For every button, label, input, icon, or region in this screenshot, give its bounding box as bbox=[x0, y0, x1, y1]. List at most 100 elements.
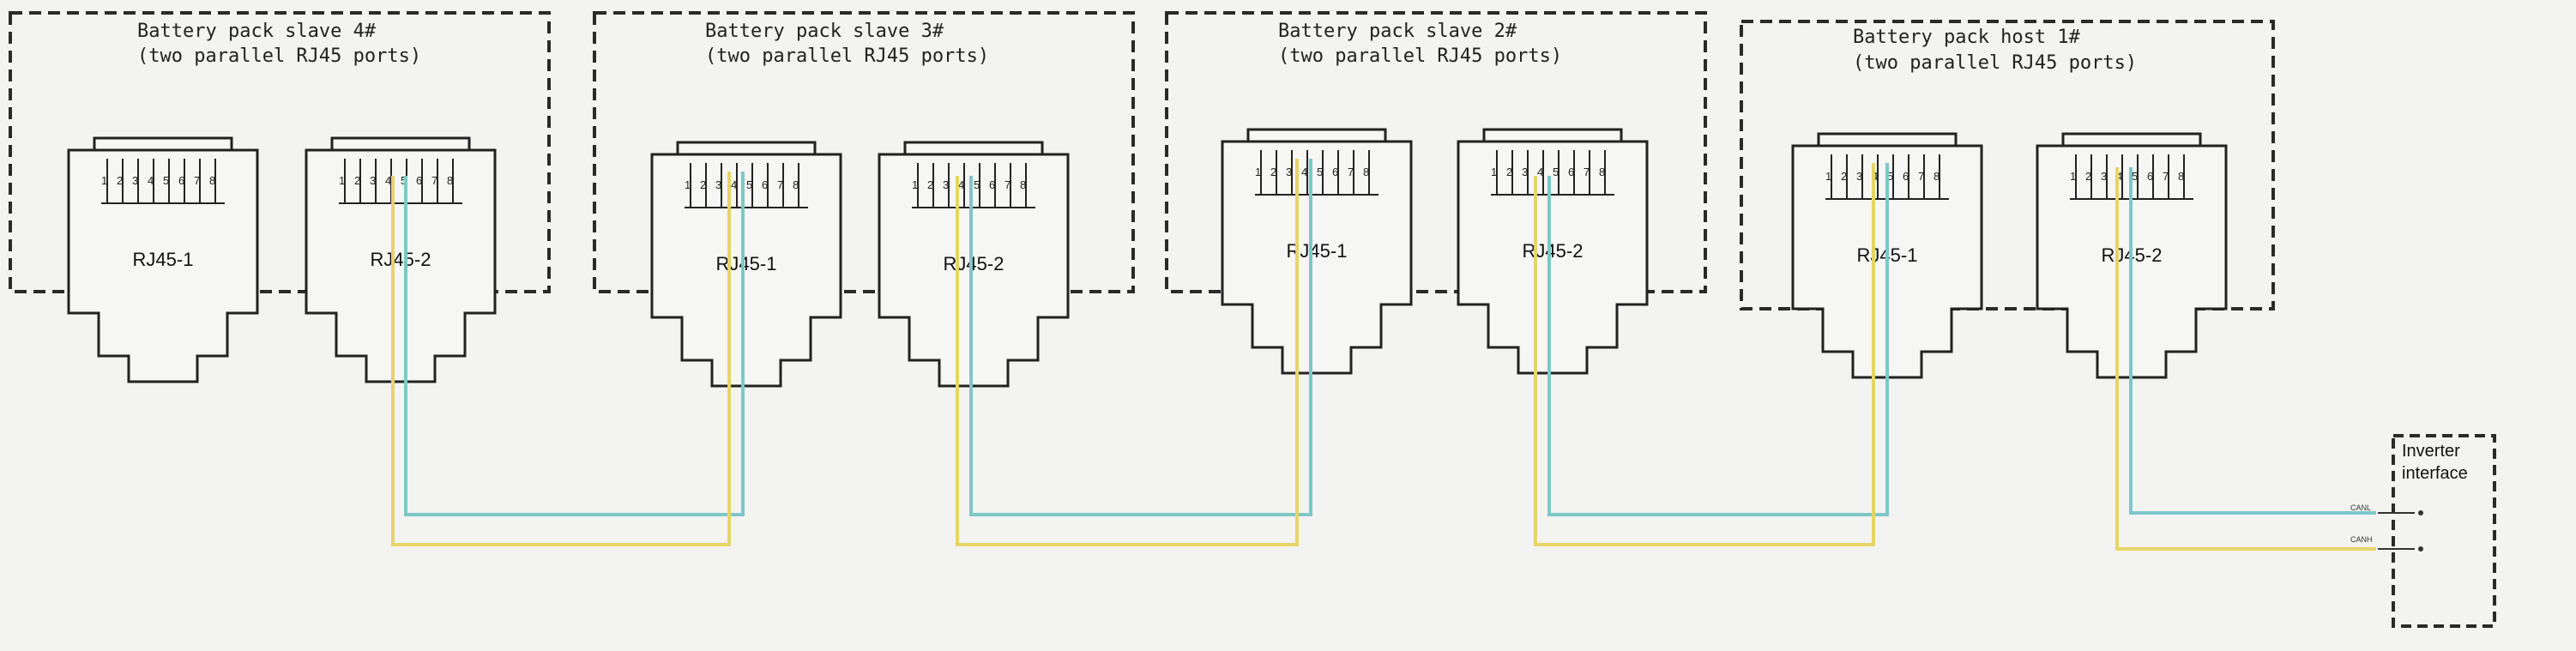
jack-label: RJ45-2 bbox=[371, 249, 431, 270]
pin-number: 3 bbox=[715, 178, 721, 191]
wire-cyan bbox=[1547, 163, 1889, 516]
pin-number: 3 bbox=[2101, 170, 2107, 183]
pin-number: 3 bbox=[1286, 166, 1292, 178]
pin-number: 2 bbox=[354, 174, 360, 187]
pin-number: 1 bbox=[339, 174, 345, 187]
battery-pack-host-1-frame: Battery pack host 1# (two parallel RJ45 … bbox=[1740, 20, 2275, 310]
pin-number: 2 bbox=[700, 178, 706, 191]
pin-number: 7 bbox=[1348, 166, 1354, 178]
pin-number: 3 bbox=[1522, 166, 1528, 178]
pack-subtitle: (two parallel RJ45 ports) bbox=[1853, 52, 2137, 74]
pin-number: 5 bbox=[974, 178, 980, 191]
pin-number: 2 bbox=[1506, 166, 1512, 178]
wire-cyan bbox=[969, 159, 1312, 516]
jack-top-tab bbox=[1246, 128, 1387, 143]
pin-number: 2 bbox=[1841, 170, 1847, 183]
pack-title: Battery pack host 1# bbox=[1853, 27, 2081, 48]
pin-number: 6 bbox=[416, 174, 422, 187]
pin-number: 2 bbox=[1270, 166, 1276, 178]
pin-number: 8 bbox=[1020, 178, 1026, 191]
canh-label: CANH bbox=[2350, 535, 2373, 544]
pin-number: 8 bbox=[1934, 170, 1940, 183]
jack-label: RJ45-2 bbox=[944, 253, 1004, 274]
pin-number: 1 bbox=[912, 178, 918, 191]
pin-number: 6 bbox=[1568, 166, 1574, 178]
pin-number: 3 bbox=[132, 174, 138, 187]
jack-body bbox=[67, 148, 259, 383]
pin-number: 5 bbox=[2132, 170, 2138, 183]
pin-number: 4 bbox=[148, 174, 154, 187]
pin-number: 7 bbox=[431, 174, 437, 187]
pin-number: 7 bbox=[1584, 166, 1590, 178]
pin-number: 6 bbox=[178, 174, 184, 187]
jack-top-tab bbox=[2061, 132, 2202, 148]
pin-number: 7 bbox=[194, 174, 200, 187]
wire-yellow bbox=[956, 159, 1299, 546]
jack-label: RJ45-2 bbox=[1523, 240, 1584, 262]
jack-body bbox=[1221, 140, 1413, 375]
pin-number: 1 bbox=[2070, 170, 2076, 183]
pin-number: 2 bbox=[2085, 170, 2091, 183]
canl-label: CANL bbox=[2350, 503, 2371, 512]
pin-number: 4 bbox=[1537, 166, 1543, 178]
pin-number: 1 bbox=[1825, 170, 1831, 183]
pin-number: 1 bbox=[685, 178, 691, 191]
pack-title: Battery pack slave 4# bbox=[137, 21, 377, 42]
jack-top-tab bbox=[676, 141, 817, 156]
wire-yellow bbox=[391, 172, 731, 546]
pin-number: 6 bbox=[1332, 166, 1338, 178]
battery-pack-slave-2-frame: Battery pack slave 2# (two parallel RJ45… bbox=[1165, 11, 1707, 293]
inverter-interface: Inverter interface CANL CANH bbox=[2350, 434, 2496, 628]
pin-number: 5 bbox=[163, 174, 169, 187]
battery-pack-slave-3-frame: Battery pack slave 3# (two parallel RJ45… bbox=[593, 11, 1135, 293]
pin-number: 7 bbox=[777, 178, 783, 191]
pin-number: 5 bbox=[1887, 170, 1893, 183]
pin-number: 7 bbox=[1004, 178, 1010, 191]
pin-number: 4 bbox=[1301, 166, 1307, 178]
pin-number: 3 bbox=[370, 174, 376, 187]
pin-number: 1 bbox=[1491, 166, 1497, 178]
pin-number: 8 bbox=[1599, 166, 1605, 178]
wire-cyan bbox=[404, 172, 745, 516]
pack-title: Battery pack slave 3# bbox=[705, 21, 944, 42]
pin-number: 3 bbox=[943, 178, 949, 191]
pin-number: 8 bbox=[1363, 166, 1369, 178]
jack-body bbox=[650, 153, 842, 388]
pack-subtitle: (two parallel RJ45 ports) bbox=[1278, 45, 1562, 67]
wire-yellow bbox=[1534, 163, 1875, 546]
pin-number: 1 bbox=[101, 174, 107, 187]
pin-number: 2 bbox=[927, 178, 933, 191]
pack-title: Battery pack slave 2# bbox=[1278, 21, 1517, 42]
pin-number: 6 bbox=[989, 178, 995, 191]
inverter-title-line2: interface bbox=[2402, 464, 2468, 483]
pack-subtitle: (two parallel RJ45 ports) bbox=[705, 45, 989, 67]
inverter-title-line1: Inverter bbox=[2402, 442, 2460, 461]
pin-number: 8 bbox=[2178, 170, 2184, 183]
jack-body bbox=[1457, 140, 1649, 375]
pin-number: 1 bbox=[1255, 166, 1261, 178]
jack-top-tab bbox=[903, 141, 1044, 156]
pin-number: 3 bbox=[1856, 170, 1862, 183]
wire-cyan bbox=[2129, 167, 2376, 515]
pin-number: 8 bbox=[447, 174, 453, 187]
pin-number: 5 bbox=[401, 174, 407, 187]
jack-body bbox=[305, 148, 497, 383]
can-wiring bbox=[391, 159, 2376, 551]
pin-number: 4 bbox=[385, 174, 391, 187]
pin-number: 4 bbox=[958, 178, 964, 191]
pin-number: 8 bbox=[793, 178, 799, 191]
jack-body bbox=[878, 153, 1070, 388]
pin-number: 4 bbox=[2116, 170, 2122, 183]
pin-number: 2 bbox=[117, 174, 123, 187]
pin-number: 7 bbox=[2163, 170, 2169, 183]
pin-number: 5 bbox=[746, 178, 752, 191]
pin-number: 6 bbox=[2147, 170, 2153, 183]
jack-label: RJ45-1 bbox=[133, 249, 194, 270]
wire-yellow bbox=[2115, 167, 2376, 551]
pin-number: 5 bbox=[1553, 166, 1559, 178]
pin-number: 8 bbox=[209, 174, 215, 187]
